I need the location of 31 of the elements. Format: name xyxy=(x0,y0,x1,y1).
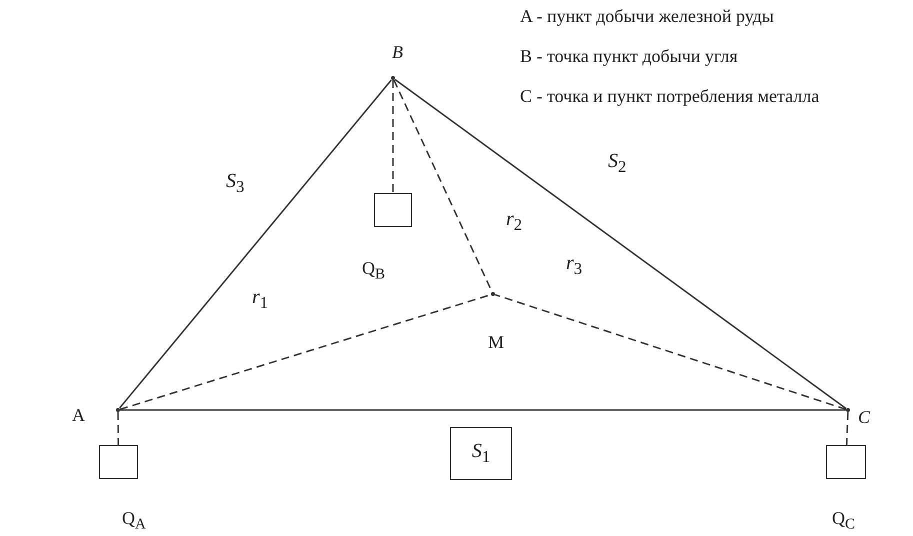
triangle-side xyxy=(119,80,392,408)
vertex-point xyxy=(846,408,850,412)
point-label: B xyxy=(392,42,403,63)
point-label: Q$_{B}$ xyxy=(362,258,386,284)
segment-label: S$_{2}$ xyxy=(608,150,626,177)
point-label: C xyxy=(858,407,870,428)
point-label: M xyxy=(488,332,504,353)
label-box xyxy=(450,427,512,480)
note-text: В - точка пункт добычи угля xyxy=(520,46,738,67)
segment-label: r$_{3}$ xyxy=(566,252,582,279)
square-box xyxy=(826,445,866,479)
dashed-line xyxy=(846,412,849,446)
point-label: Q$_{C}$ xyxy=(832,508,856,534)
vertex-point xyxy=(391,76,395,80)
point-label: Q$_{A}$ xyxy=(122,508,146,534)
triangle-side xyxy=(394,78,846,410)
vertex-point xyxy=(116,408,120,412)
triangle-side xyxy=(120,409,846,411)
vertex-point xyxy=(491,292,495,296)
box-label: S$_{1}$ xyxy=(472,440,490,467)
note-text: С - точка и пункт потребления металла xyxy=(520,86,820,107)
segment-label: r$_{2}$ xyxy=(506,208,522,235)
square-box xyxy=(374,193,412,227)
segment-label: S$_{3}$ xyxy=(226,170,244,197)
square-box xyxy=(99,445,138,479)
dashed-line xyxy=(494,294,846,410)
point-label: A xyxy=(72,405,85,426)
dashed-line xyxy=(392,80,394,193)
note-text: A - пункт добычи железной руды xyxy=(520,6,774,27)
dashed-line xyxy=(117,412,120,445)
segment-label: r$_{1}$ xyxy=(252,286,268,313)
